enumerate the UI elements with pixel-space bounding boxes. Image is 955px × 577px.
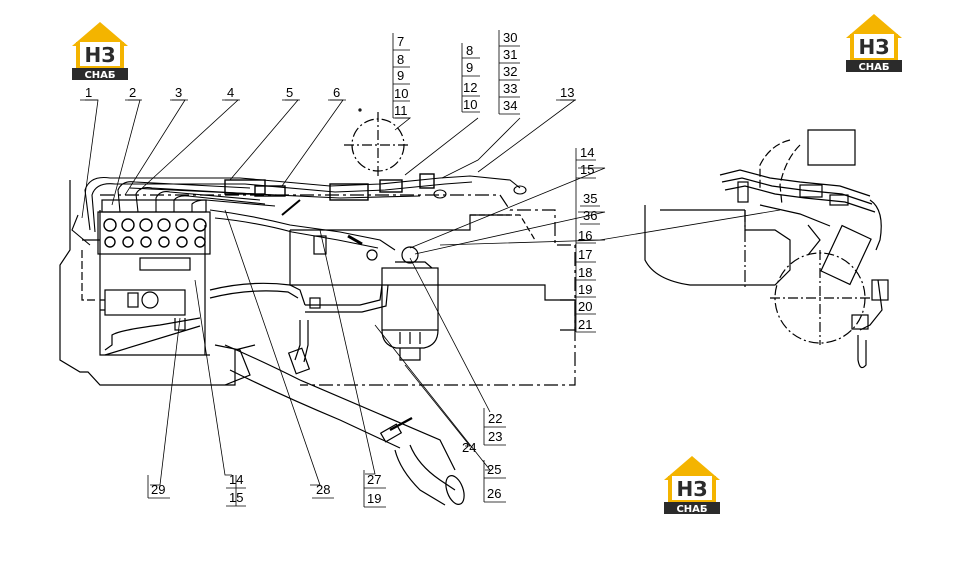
logo-letters: НЗ	[85, 43, 116, 67]
logo-top-right: НЗ СНАБ	[846, 14, 902, 73]
callout-29: 29	[151, 482, 165, 497]
callout-10a: 10	[394, 86, 408, 101]
low-pressure-lines	[104, 282, 389, 375]
callout-27: 27	[367, 472, 381, 487]
callout-19a: 19	[578, 282, 592, 297]
callout-10b: 10	[463, 97, 477, 112]
callout-3: 3	[175, 85, 182, 100]
logo-word: СНАБ	[676, 504, 707, 515]
callout-16: 16	[578, 228, 592, 243]
callout-15a: 15	[580, 162, 594, 177]
callout-25: 25	[487, 462, 501, 477]
engine-outline	[59, 180, 576, 471]
callout-12: 12	[463, 80, 477, 95]
logo-word: СНАБ	[84, 70, 115, 81]
callout-9a: 9	[397, 68, 404, 83]
callout-23: 23	[488, 429, 502, 444]
callout-22: 22	[488, 411, 502, 426]
callout-2: 2	[129, 85, 136, 100]
logo-top-left: НЗ СНАБ	[72, 22, 128, 81]
callout-24: 24	[462, 440, 476, 455]
callout-20: 20	[578, 299, 592, 314]
callouts: 1 2 3 4 5 6 7 8 9 10 11 8 9 12 10 30 31 …	[85, 30, 597, 506]
callout-6: 6	[333, 85, 340, 100]
callout-8a: 8	[397, 52, 404, 67]
callout-5: 5	[286, 85, 293, 100]
small-fittings	[309, 108, 363, 309]
callout-19b: 19	[367, 491, 381, 506]
callout-21: 21	[578, 317, 592, 332]
injection-pump	[97, 199, 211, 331]
callout-14a: 14	[580, 145, 594, 160]
callout-28: 28	[316, 482, 330, 497]
intake-pipe	[379, 416, 465, 506]
callout-13: 13	[560, 85, 574, 100]
logo-letters: НЗ	[859, 35, 890, 59]
callout-30: 30	[503, 30, 517, 45]
leader-lines	[81, 99, 781, 486]
callout-17: 17	[578, 247, 592, 262]
logo-bottom: НЗ СНАБ	[664, 456, 720, 515]
callout-1: 1	[85, 85, 92, 100]
callout-11: 11	[394, 103, 408, 118]
callout-36: 36	[583, 208, 597, 223]
callout-34: 34	[503, 98, 517, 113]
callout-underlines	[80, 30, 600, 508]
logo-word: СНАБ	[858, 62, 889, 73]
callout-7: 7	[397, 34, 404, 49]
callout-33: 33	[503, 81, 517, 96]
logo-letters: НЗ	[677, 477, 708, 501]
fuel-lines-bundle	[71, 173, 527, 251]
callout-9b: 9	[466, 60, 473, 75]
callout-35: 35	[583, 191, 597, 206]
callout-31: 31	[503, 47, 517, 62]
callout-8b: 8	[466, 43, 473, 58]
callout-32: 32	[503, 64, 517, 79]
callout-26: 26	[487, 486, 501, 501]
side-view	[644, 129, 889, 369]
detail-circle-top	[344, 112, 410, 178]
fuel-filter	[366, 246, 439, 361]
callout-18: 18	[578, 265, 592, 280]
callout-4: 4	[227, 85, 234, 100]
